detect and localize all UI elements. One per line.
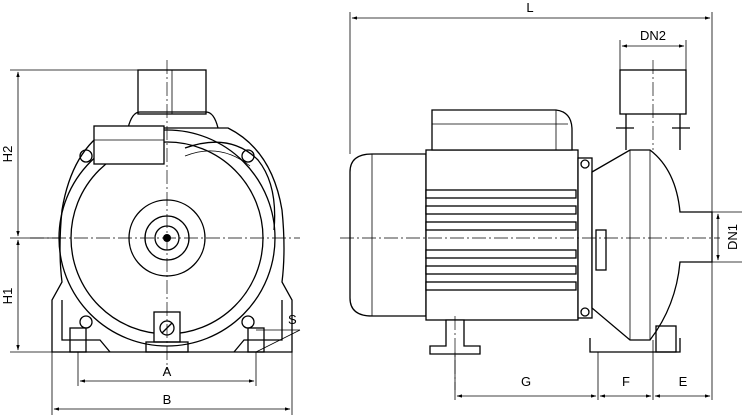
- side-dimensions: [349, 12, 742, 400]
- front-outlet-pipe: [127, 69, 219, 129]
- side-motor-stand: [429, 319, 481, 355]
- label-B: B: [163, 392, 172, 407]
- front-view: [30, 60, 300, 370]
- front-housing-outline: [51, 127, 293, 353]
- label-S: S: [288, 312, 297, 327]
- label-E: E: [679, 374, 688, 389]
- label-DN1: DN1: [725, 224, 740, 250]
- front-dimensions: [10, 69, 301, 415]
- side-cooling-fins: [425, 189, 577, 291]
- side-pump-casing: [591, 149, 713, 341]
- label-DN2: DN2: [640, 28, 666, 43]
- front-terminal-box: [93, 125, 165, 165]
- side-terminal-box: [431, 109, 573, 151]
- side-fan-cover: [349, 153, 427, 317]
- label-H1: H1: [0, 288, 15, 305]
- label-G: G: [521, 374, 531, 389]
- label-A: A: [163, 364, 172, 379]
- label-F: F: [622, 374, 630, 389]
- label-H2: H2: [0, 146, 15, 163]
- label-L: L: [526, 0, 533, 15]
- side-motor-body: [425, 149, 579, 321]
- side-view: [340, 60, 720, 390]
